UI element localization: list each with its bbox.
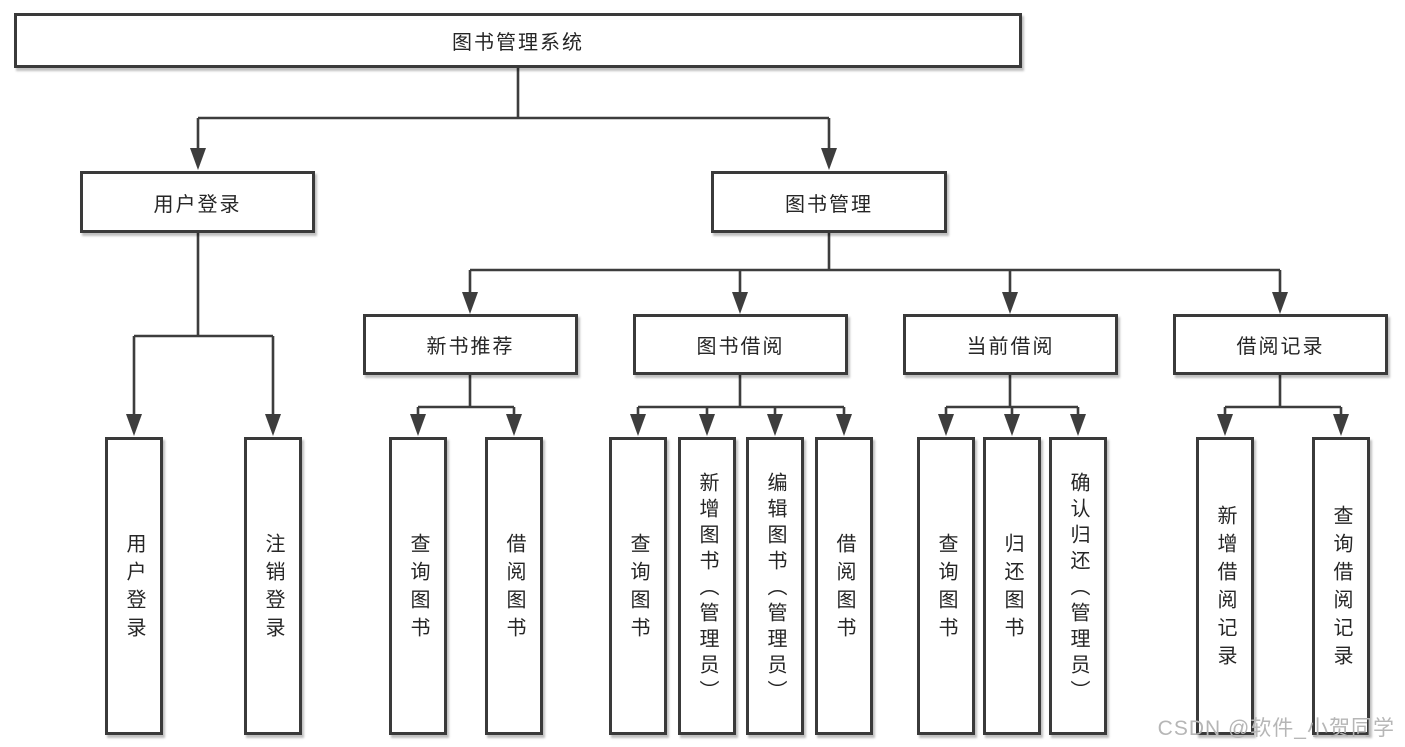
leaf-return-books: 归还图书 [983, 437, 1041, 735]
node-label: 图书借阅 [696, 336, 785, 358]
leaf-label: 新增图书（管理员） [696, 472, 718, 706]
leaf-label: 查询借阅记录 [1330, 505, 1352, 673]
leaf-edit-books-admin: 编辑图书（管理员） [746, 437, 804, 735]
leaf-query-borrow-record: 查询借阅记录 [1312, 437, 1370, 735]
leaf-current-query-books: 查询图书 [917, 437, 975, 735]
leaf-label: 查询图书 [407, 533, 429, 645]
leaf-label: 查询图书 [627, 533, 649, 645]
node-user-login: 用户登录 [80, 171, 315, 233]
node-label: 当前借阅 [966, 336, 1055, 358]
leaf-borrow-books: 借阅图书 [815, 437, 873, 735]
leaf-label: 借阅图书 [833, 533, 855, 645]
leaf-label: 编辑图书（管理员） [764, 472, 786, 706]
leaf-confirm-return-admin: 确认归还（管理员） [1049, 437, 1107, 735]
leaf-label: 查询图书 [935, 533, 957, 645]
leaf-label: 确认归还（管理员） [1067, 472, 1089, 706]
node-label: 图书管理 [785, 193, 873, 216]
leaf-user-login: 用户登录 [105, 437, 163, 735]
node-book-borrow: 图书借阅 [633, 314, 848, 375]
node-book-management: 图书管理 [711, 171, 947, 233]
node-borrow-records: 借阅记录 [1173, 314, 1388, 375]
leaf-recommend-query-books: 查询图书 [389, 437, 447, 735]
leaf-add-books-admin: 新增图书（管理员） [678, 437, 736, 735]
leaf-label: 归还图书 [1001, 533, 1023, 645]
node-label: 用户登录 [153, 193, 242, 216]
leaf-logout: 注销登录 [244, 437, 302, 735]
leaf-add-borrow-record: 新增借阅记录 [1196, 437, 1254, 735]
node-system-root: 图书管理系统 [14, 13, 1022, 68]
leaf-label: 注销登录 [262, 533, 284, 645]
node-new-book-recommend: 新书推荐 [363, 314, 578, 375]
watermark: CSDN @软件_小贺同学 [1157, 717, 1395, 740]
node-current-borrow: 当前借阅 [903, 314, 1118, 375]
leaf-label: 用户登录 [123, 533, 145, 645]
leaf-borrow-query-books: 查询图书 [609, 437, 667, 735]
leaf-label: 借阅图书 [503, 533, 525, 645]
arrowheads [126, 148, 1349, 436]
node-label: 借阅记录 [1236, 336, 1325, 358]
leaf-recommend-borrow-books: 借阅图书 [485, 437, 543, 735]
node-label: 新书推荐 [426, 336, 515, 358]
leaf-label: 新增借阅记录 [1214, 505, 1236, 673]
node-label: 图书管理系统 [452, 32, 584, 54]
